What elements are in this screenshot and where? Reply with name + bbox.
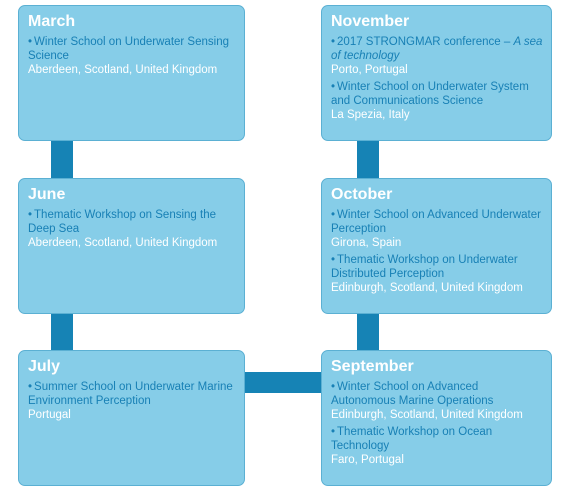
event-item: •Thematic Workshop on Sensing the Deep S… <box>28 208 236 250</box>
card-title-march: March <box>28 13 76 30</box>
bullet-icon: • <box>331 81 336 93</box>
connector-june-july <box>51 314 73 350</box>
event-place: Edinburgh, Scotland, United Kingdom <box>331 282 523 294</box>
bullet-icon: • <box>331 36 336 48</box>
card-title-september: September <box>331 358 414 375</box>
event-name: Thematic Workshop on Ocean Technology <box>331 426 493 452</box>
event-place: Portugal <box>28 409 71 421</box>
event-item: •Thematic Workshop on Ocean Technology F… <box>331 425 543 467</box>
event-name: Thematic Workshop on Sensing the Deep Se… <box>28 209 216 235</box>
event-item: •Winter School on Advanced Autonomous Ma… <box>331 380 543 422</box>
card-july: July •Summer School on Underwater Marine… <box>18 350 245 486</box>
bullet-icon: • <box>331 426 336 438</box>
event-item: •Winter School on Underwater Sensing Sci… <box>28 35 236 77</box>
card-march: March •Winter School on Underwater Sensi… <box>18 5 245 141</box>
event-item: •Winter School on Underwater System and … <box>331 80 543 122</box>
event-name: Winter School on Underwater System and C… <box>331 81 529 107</box>
event-item: •Thematic Workshop on Underwater Distrib… <box>331 253 543 295</box>
card-june: June •Thematic Workshop on Sensing the D… <box>18 178 245 314</box>
event-place: Faro, Portugal <box>331 454 404 466</box>
card-november: November •2017 STRONGMAR conference – A … <box>321 5 552 141</box>
bullet-icon: • <box>331 381 336 393</box>
event-name: Thematic Workshop on Underwater Distribu… <box>331 254 518 280</box>
connector-july-september <box>244 372 322 393</box>
card-title-october: October <box>331 186 393 203</box>
event-name: Winter School on Underwater Sensing Scie… <box>28 36 229 62</box>
event-place: Girona, Spain <box>331 237 402 249</box>
card-title-november: November <box>331 13 410 30</box>
event-place: Aberdeen, Scotland, United Kingdom <box>28 237 218 249</box>
bullet-icon: • <box>28 36 33 48</box>
event-item: •Summer School on Underwater Marine Envi… <box>28 380 236 422</box>
card-title-june: June <box>28 186 66 203</box>
bullet-icon: • <box>331 254 336 266</box>
bullet-icon: • <box>28 381 33 393</box>
event-name: Summer School on Underwater Marine Envir… <box>28 381 233 407</box>
card-title-july: July <box>28 358 61 375</box>
bullet-icon: • <box>331 209 336 221</box>
event-place: Edinburgh, Scotland, United Kingdom <box>331 409 523 421</box>
connector-september-october <box>357 314 379 350</box>
event-place: Porto, Portugal <box>331 64 408 76</box>
event-place: La Spezia, Italy <box>331 109 410 121</box>
event-place: Aberdeen, Scotland, United Kingdom <box>28 64 218 76</box>
connector-october-november <box>357 141 379 178</box>
event-name-italic: A sea of technology <box>331 36 543 62</box>
card-september: September •Winter School on Advanced Aut… <box>321 350 552 486</box>
event-name: Winter School on Advanced Underwater Per… <box>331 209 541 235</box>
event-item: •Winter School on Advanced Underwater Pe… <box>331 208 543 250</box>
event-item: •2017 STRONGMAR conference – A sea of te… <box>331 35 543 77</box>
connector-march-june <box>51 141 73 178</box>
card-october: October •Winter School on Advanced Under… <box>321 178 552 314</box>
bullet-icon: • <box>28 209 33 221</box>
event-name: Winter School on Advanced Autonomous Mar… <box>331 381 494 407</box>
event-name: 2017 STRONGMAR conference – <box>337 36 514 48</box>
